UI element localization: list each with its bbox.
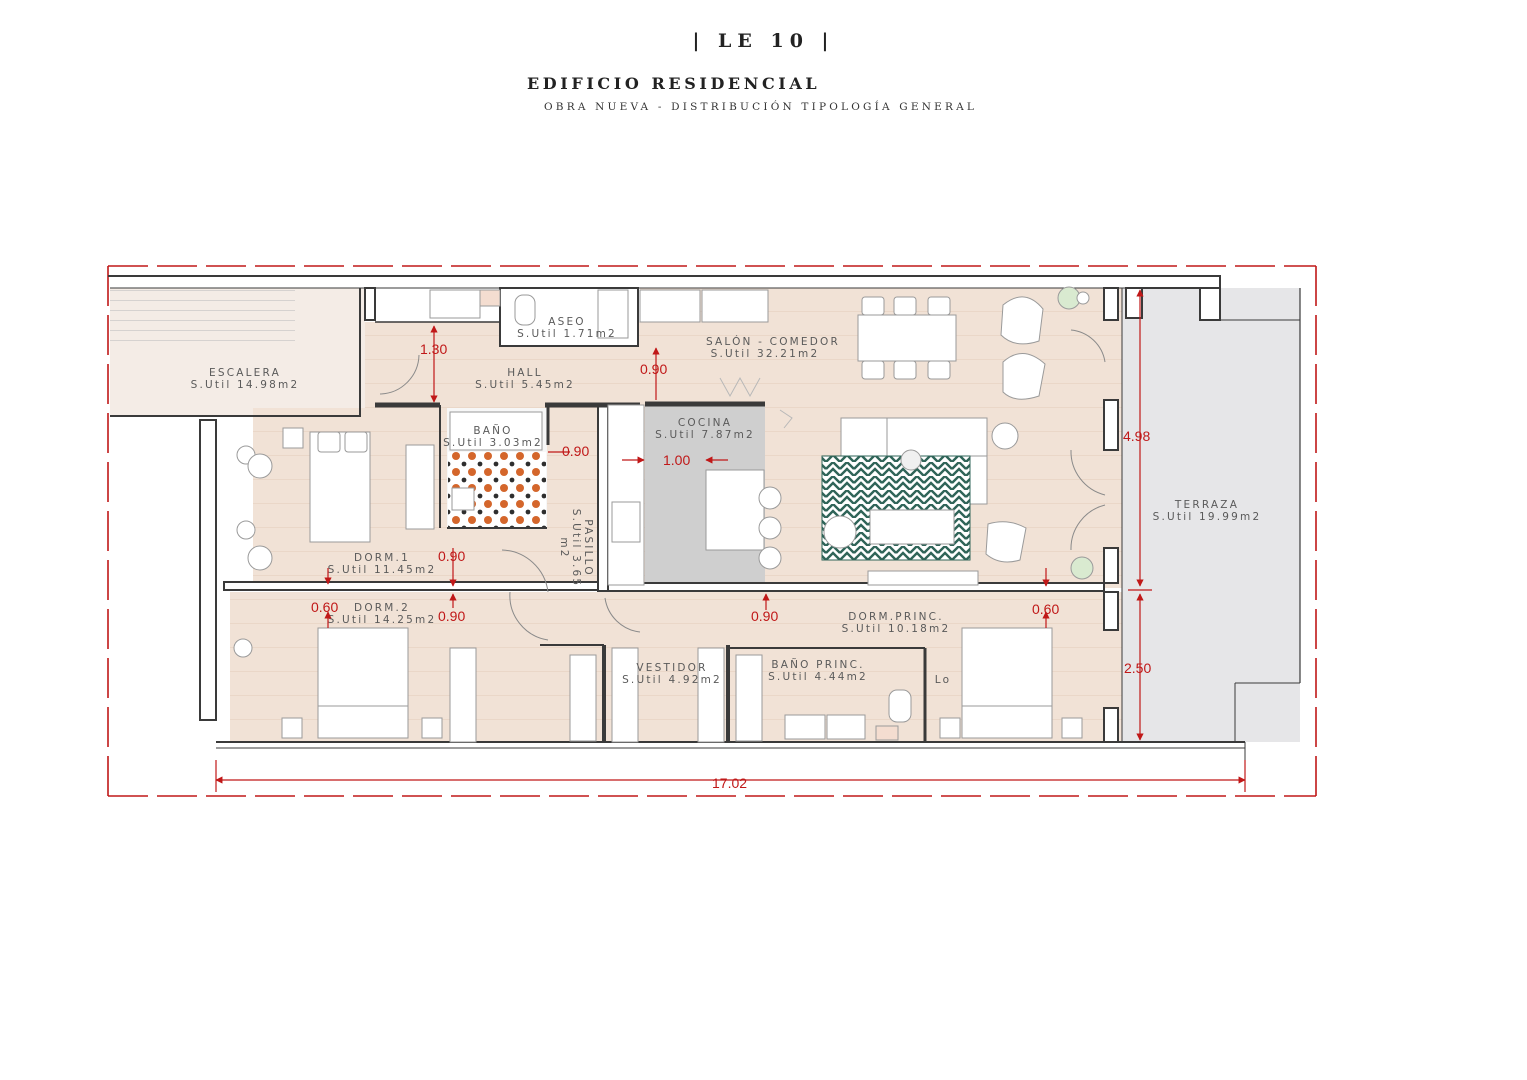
dim-cocina-width: 1.00 [663,452,690,468]
dim-dorm2-side: 0.60 [311,599,338,615]
room-name-dormprinc: DORM.PRINC. [848,611,944,623]
room-area-pasillo: S.Util 3.65 [570,509,582,588]
floor-terraza [1122,288,1300,742]
project-subtitle: OBRA NUEVA - DISTRIBUCIÓN TIPOLOGÍA GENE… [544,101,978,113]
dim-salon-depth: 4.98 [1123,428,1150,444]
door-swings [379,329,1106,641]
dim-dorm1-pass: 0.90 [438,548,465,564]
room-name-banoprinc: BAÑO PRINC. [771,658,864,671]
room-name-escalera: ESCALERA [209,367,281,379]
stair-steps [110,288,295,348]
room-labels: ESCALERA S.Util 14.98m2 ASEO S.Util 1.71… [191,316,1262,686]
room-name-vestidor: VESTIDOR [636,662,707,674]
room-name-bano: BAÑO [473,424,512,437]
room-name-cocina: COCINA [678,417,732,429]
room-area-salon: S.Util 32.21m2 [711,348,820,360]
site-boundary [107,265,1317,797]
dim-vestidor-pass: 0.90 [751,608,778,624]
dim-total-length: 17.02 [712,775,747,791]
room-area-terraza: S.Util 19.99m2 [1153,511,1262,523]
room-area-dorm2: S.Util 14.25m2 [328,614,437,626]
room-name-pasillo: PASILLO [582,519,594,577]
room-name-dorm2: DORM.2 [354,602,410,614]
pasillo-label-group: PASILLO S.Util 3.65 m2 [558,509,594,588]
dimension-values: 1.30 0.90 0.90 1.00 0.90 0.90 0.60 0.90 … [311,341,1151,791]
floor-pasillo [540,408,605,588]
dim-bano-pass: 0.90 [562,443,589,459]
dim-dormprinc-side: 0.60 [1032,601,1059,617]
room-name-aseo: ASEO [548,316,586,328]
room-area-cocina: S.Util 7.87m2 [655,429,755,441]
dim-dorm2-pass: 0.90 [438,608,465,624]
room-area-dormprinc: S.Util 10.18m2 [842,623,951,635]
dim-hall-door: 0.90 [640,361,667,377]
room-name-terraza: TERRAZA [1174,499,1239,511]
dim-hall-width: 1.30 [420,341,447,357]
room-area-escalera: S.Util 14.98m2 [191,379,300,391]
furniture [233,286,1094,743]
room-area-dorm1: S.Util 11.45m2 [328,564,437,576]
room-area-vestidor: S.Util 4.92m2 [622,674,722,686]
walls [108,275,1301,765]
room-unit-pasillo: m2 [558,537,570,558]
room-name-lo: Lo [935,674,952,686]
outer-left-strip [110,422,210,742]
room-name-salon: SALÓN - COMEDOR [706,335,840,348]
room-area-bano: S.Util 3.03m2 [443,437,543,449]
room-name-dorm1: DORM.1 [354,552,410,564]
dim-dormprinc-depth: 2.50 [1124,660,1151,676]
room-area-banoprinc: S.Util 4.44m2 [768,671,868,683]
project-title: EDIFICIO RESIDENCIAL [527,74,821,93]
room-area-aseo: S.Util 1.71m2 [517,328,617,340]
room-name-hall: HALL [507,367,543,379]
dimension-lines [215,289,1246,792]
project-code: | LE 10 | [692,30,835,52]
room-area-hall: S.Util 5.45m2 [475,379,575,391]
